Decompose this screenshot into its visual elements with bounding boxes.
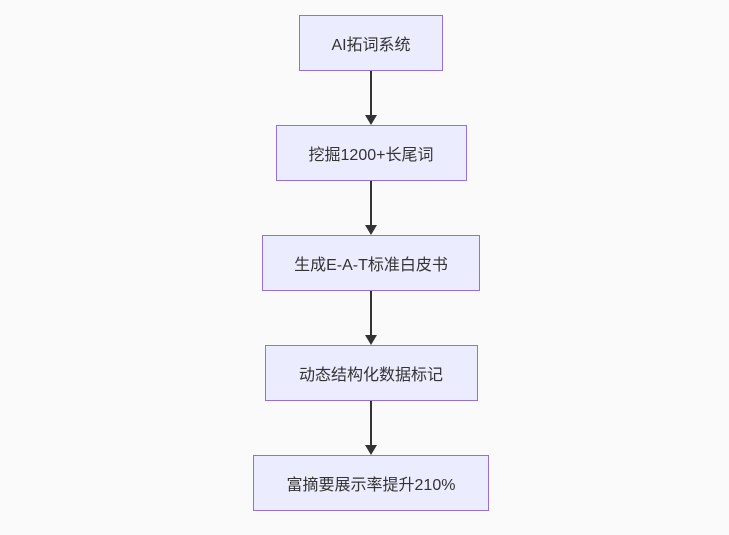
arrow-down-icon (365, 115, 377, 125)
flow-node-eat-whitepaper: 生成E-A-T标准白皮书 (262, 235, 480, 291)
flow-node-label: 挖掘1200+长尾词 (308, 147, 434, 164)
flow-node-longtail-keywords: 挖掘1200+长尾词 (275, 125, 467, 181)
flow-node-label: AI拓词系统 (331, 37, 411, 54)
edge-connector (365, 181, 377, 235)
edge-connector (365, 401, 377, 455)
flow-node-rich-snippet-rate: 富摘要展示率提升210% (253, 455, 489, 511)
arrow-down-icon (365, 225, 377, 235)
arrow-down-icon (365, 335, 377, 345)
flow-node-label: 富摘要展示率提升210% (286, 477, 456, 494)
flow-node-structured-data: 动态结构化数据标记 (264, 345, 478, 401)
flowchart: AI拓词系统 挖掘1200+长尾词 生成E-A-T标准白皮书 动态结构化数据标记… (253, 15, 489, 511)
edge-line (370, 401, 372, 446)
edge-connector (365, 291, 377, 345)
flow-node-label: 动态结构化数据标记 (298, 367, 443, 384)
edge-line (370, 291, 372, 336)
edge-line (370, 181, 372, 226)
edge-line (370, 71, 372, 116)
flow-node-label: 生成E-A-T标准白皮书 (294, 257, 448, 274)
edge-connector (365, 71, 377, 125)
flow-node-ai-system: AI拓词系统 (299, 15, 443, 71)
arrow-down-icon (365, 445, 377, 455)
